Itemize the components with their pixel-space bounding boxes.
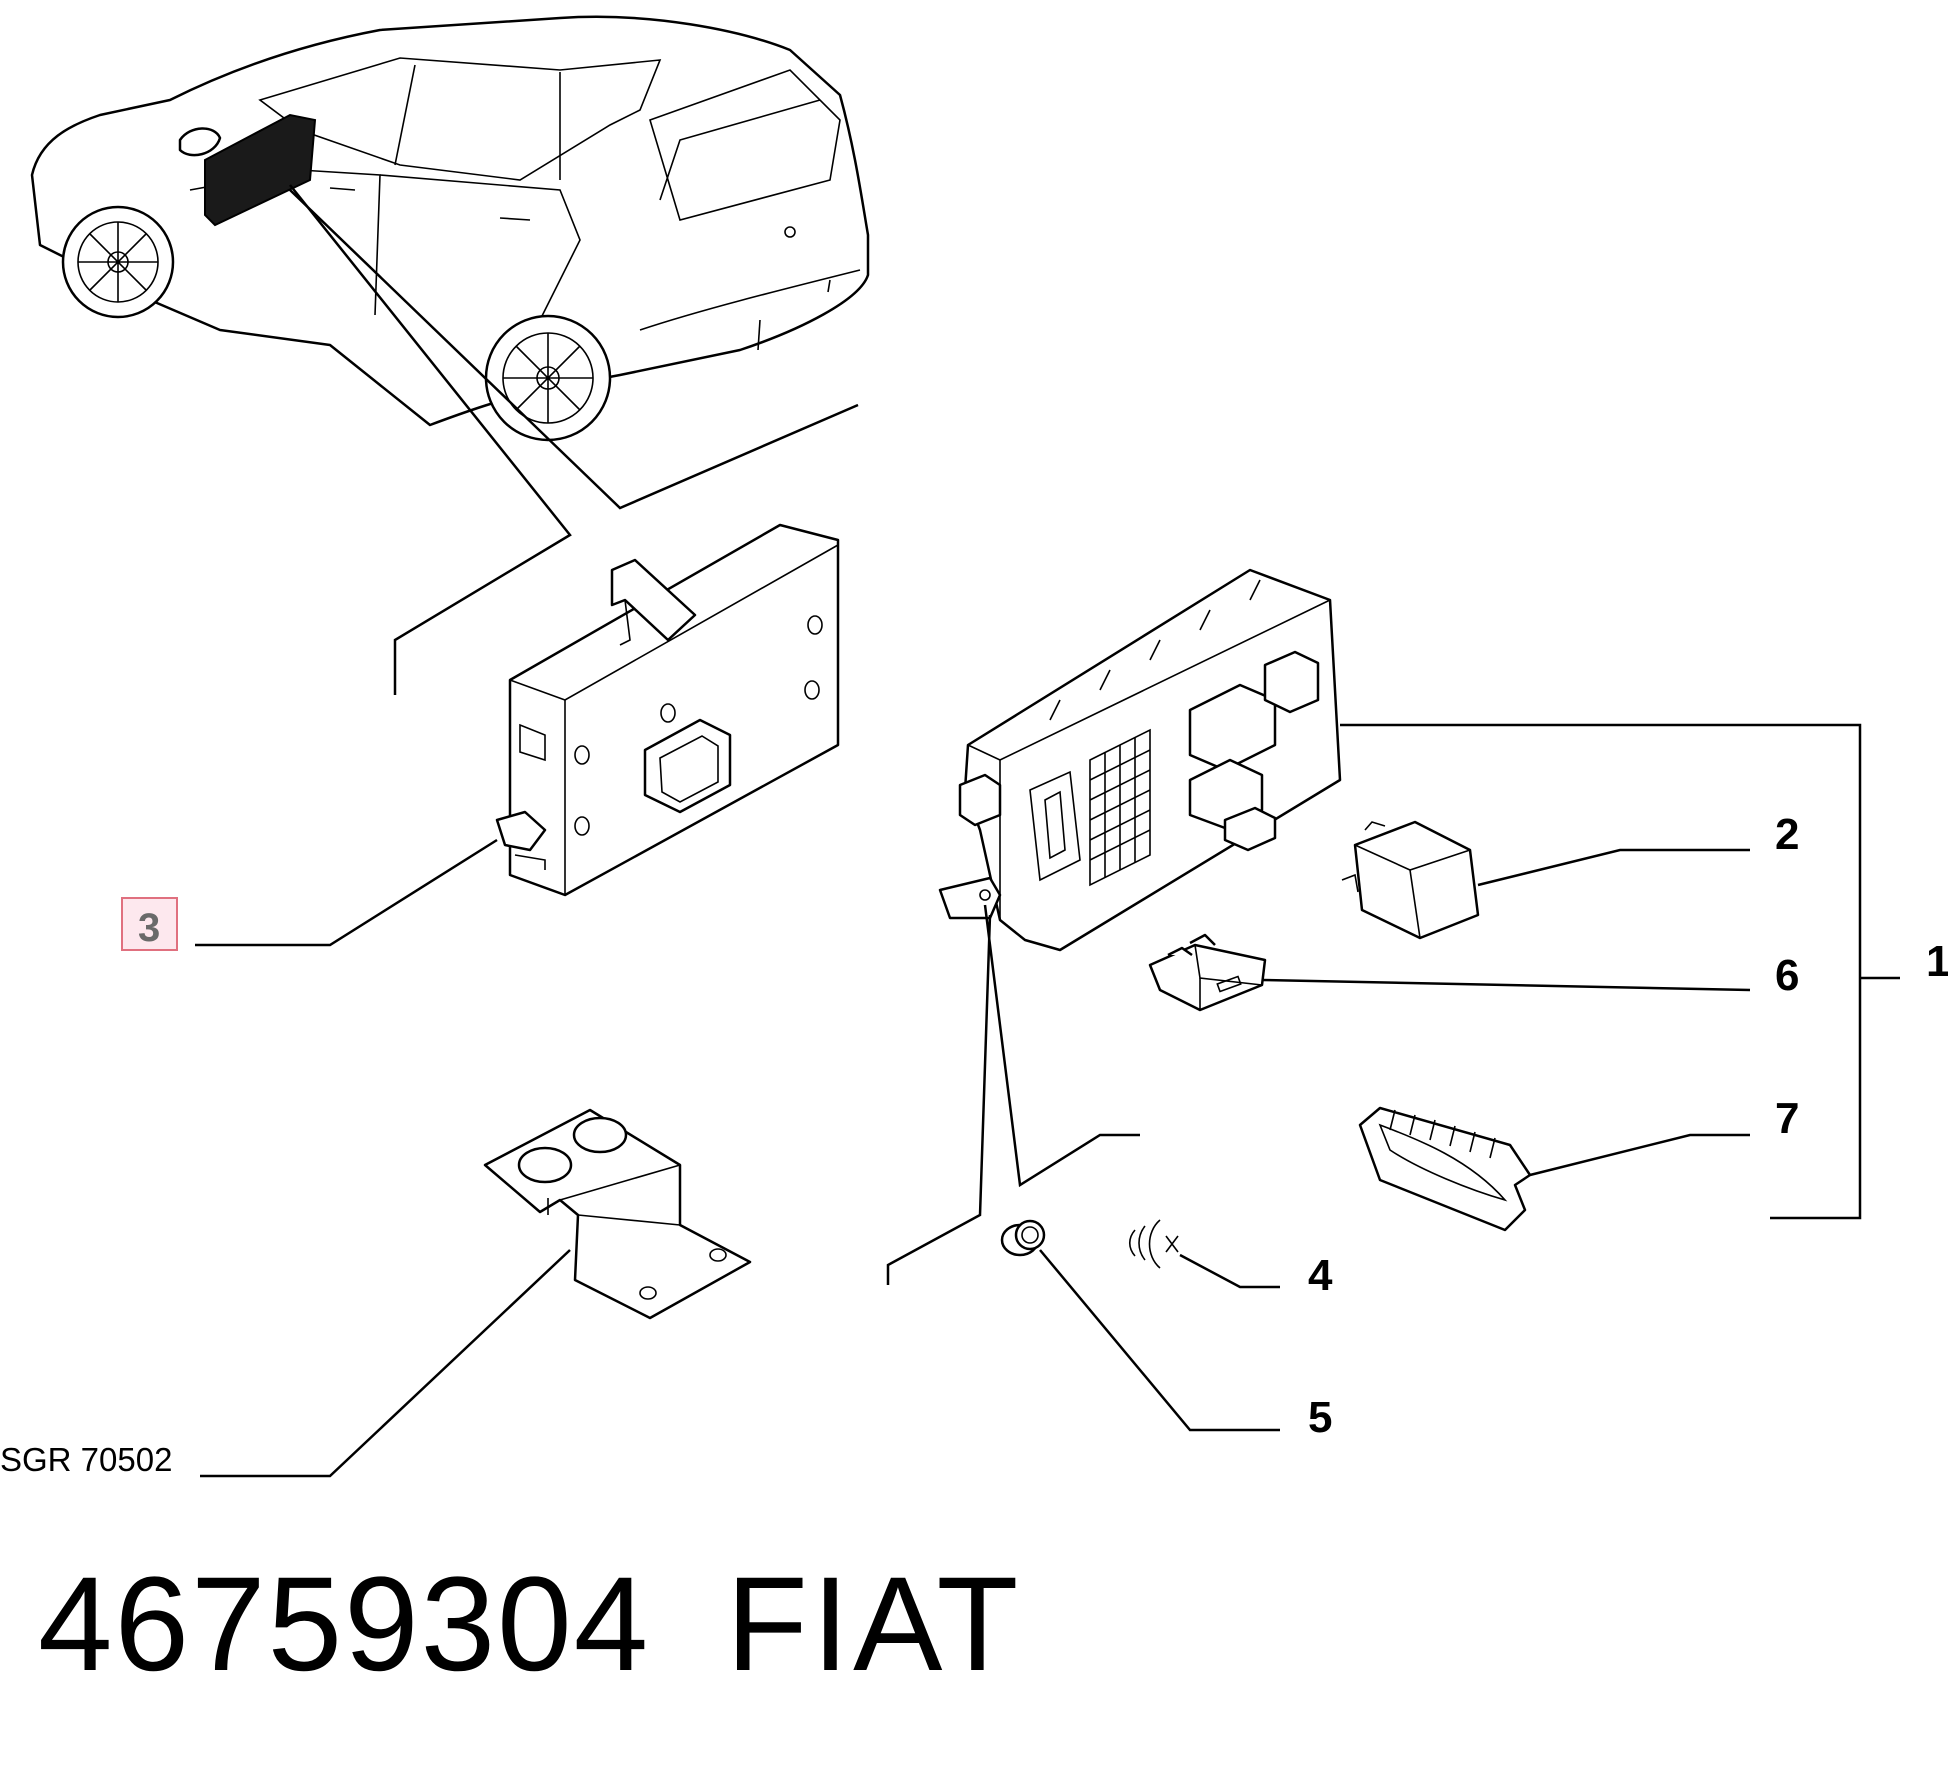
reference-label: SGR 70502 bbox=[0, 1441, 172, 1478]
fuse-array bbox=[1089, 728, 1151, 887]
part-4-clip-symbol bbox=[1128, 1219, 1179, 1269]
car-illustration bbox=[30, 15, 870, 442]
callout-7: 7 bbox=[1775, 1094, 1799, 1143]
car-leader-lines bbox=[289, 184, 859, 695]
callout-3: 3 bbox=[138, 906, 160, 950]
callout-2: 2 bbox=[1775, 810, 1799, 859]
callout-5: 5 bbox=[1308, 1393, 1332, 1442]
leader-lines bbox=[195, 723, 1900, 1478]
part-7-wire-holder bbox=[1358, 1106, 1532, 1232]
callout-4: 4 bbox=[1308, 1251, 1333, 1300]
callout-labels: 1 2 6 7 4 5 3 SGR 70502 bbox=[0, 810, 1948, 1478]
part-1-fuse-box bbox=[938, 568, 1342, 952]
callout-6: 6 bbox=[1775, 951, 1799, 1000]
part-2-relay bbox=[1341, 820, 1480, 940]
mounting-bracket bbox=[483, 1108, 752, 1320]
part-5-grommet bbox=[1000, 1219, 1046, 1257]
callout-3-highlight bbox=[121, 897, 178, 951]
brand-name: FIAT bbox=[726, 1550, 1023, 1699]
callout-1: 1 bbox=[1926, 937, 1948, 986]
part-3-control-module bbox=[495, 523, 840, 897]
part-6-blade-fuse bbox=[1148, 933, 1267, 1012]
part-number: 46759304 bbox=[38, 1550, 651, 1699]
